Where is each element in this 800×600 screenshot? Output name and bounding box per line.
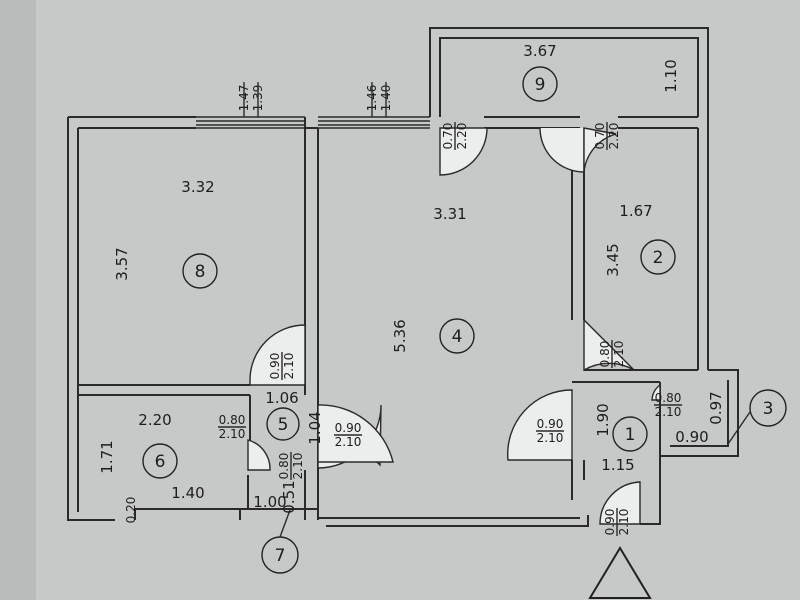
room-5-marker <box>266 407 300 441</box>
room-6-bottom-width: 1.40 <box>171 484 204 502</box>
room-1-width: 1.15 <box>601 456 634 474</box>
room-5-height: 1.04 <box>306 411 324 444</box>
room-9-marker <box>522 66 558 102</box>
room-7-number: 7 <box>275 546 286 566</box>
door-6-width: 0.80 <box>219 413 246 427</box>
door-swings <box>247 127 661 525</box>
door-6-height: 2.10 <box>219 427 246 441</box>
door-3-width: 0.90 <box>268 353 282 380</box>
room-dimensions: 3.67 3.32 3.31 1.67 2.20 1.40 1.00 1.06 … <box>98 42 725 523</box>
room-4-number: 4 <box>452 327 463 347</box>
room-9-height: 1.10 <box>662 59 680 92</box>
room-8-number: 8 <box>195 262 206 282</box>
window-labels: 1.47 1.39 1.46 1.40 <box>237 82 393 117</box>
room-markers: 9 8 4 2 3 1 5 6 7 <box>142 66 787 574</box>
door-5-width: 0.80 <box>655 391 682 405</box>
room-1-number: 1 <box>625 425 636 445</box>
room-9-width: 3.67 <box>523 42 556 60</box>
door-4-width: 0.80 <box>598 341 612 368</box>
room-8-width: 3.32 <box>181 178 214 196</box>
door-9-width: 0.80 <box>277 453 291 480</box>
room-2-width: 1.67 <box>619 202 652 220</box>
room-8-height: 3.57 <box>113 247 131 280</box>
room-2-number: 2 <box>653 248 664 268</box>
door-8-width: 0.90 <box>537 417 564 431</box>
room-4-height: 5.36 <box>391 319 409 352</box>
room-4-width: 3.31 <box>433 205 466 223</box>
entrance-arrow-icon <box>588 546 652 599</box>
room-1-height: 1.90 <box>594 403 612 436</box>
door-4-height: 2.10 <box>612 341 626 368</box>
door-8-height: 2.10 <box>537 431 564 445</box>
room-3-width: 0.90 <box>675 428 708 446</box>
room-3-marker <box>749 389 787 427</box>
room-8-marker <box>182 253 218 289</box>
door-7-width: 0.90 <box>335 421 362 435</box>
room-6-step: 0.20 <box>124 497 138 524</box>
room-3-number: 3 <box>763 399 774 419</box>
door-1-height: 2.20 <box>455 123 469 150</box>
walls <box>67 27 739 527</box>
door-3-height: 2.10 <box>282 353 296 380</box>
room-9-number: 9 <box>535 75 546 95</box>
room-2-height: 3.45 <box>604 243 622 276</box>
door-1-width: 0.70 <box>441 123 455 150</box>
room-7-height: 0.51 <box>280 480 298 513</box>
room-3-height: 0.97 <box>707 391 725 424</box>
door-10-width: 0.90 <box>603 509 617 536</box>
room-2-marker <box>640 239 676 275</box>
room-6-height: 1.71 <box>98 440 116 473</box>
door-9-height: 2.10 <box>291 453 305 480</box>
door-7-height: 2.10 <box>335 435 362 449</box>
room-1-marker <box>612 416 648 452</box>
room-6-number: 6 <box>155 452 166 472</box>
door-10-height: 2.10 <box>617 509 631 536</box>
room-7-width: 1.00 <box>253 493 286 511</box>
room-5-number: 5 <box>278 415 289 435</box>
door-labels: 0.70 2.20 0.70 2.20 0.90 2.10 0.80 2.10 … <box>218 122 682 536</box>
door-5-height: 2.10 <box>655 405 682 419</box>
door-2-width: 0.70 <box>593 123 607 150</box>
room-5-width: 1.06 <box>265 389 298 407</box>
paper-sheet <box>36 0 800 600</box>
door-2-height: 2.20 <box>607 123 621 150</box>
room-6-width: 2.20 <box>138 411 171 429</box>
room-6-marker <box>142 443 178 479</box>
room-4-marker <box>439 318 475 354</box>
